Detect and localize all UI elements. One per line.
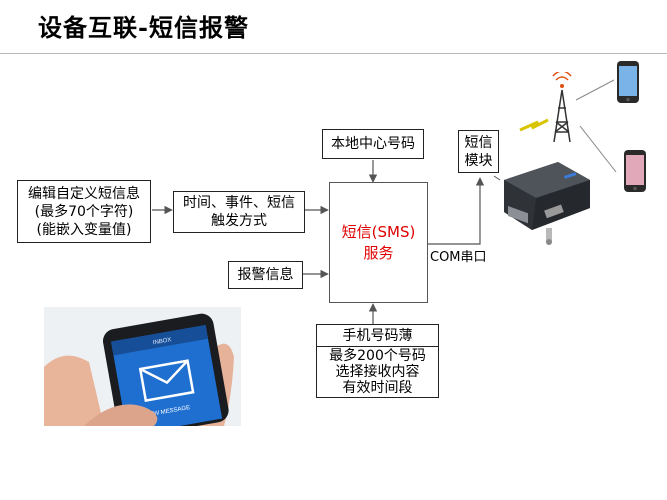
center-number-box: 本地中心号码 <box>322 129 424 159</box>
mobile-phone-icon-bottom <box>624 150 646 192</box>
trigger-line-1: 时间、事件、短信 <box>183 195 295 211</box>
phone-book-line-1: 最多200个号码 <box>329 348 426 364</box>
gsm-modem-icon <box>504 162 590 245</box>
connector-sms-to-module <box>428 177 485 245</box>
alarm-info-box: 报警信息 <box>228 261 303 289</box>
sms-service-box: 短信(SMS) 服务 <box>329 182 428 303</box>
alarm-info-label: 报警信息 <box>237 267 294 283</box>
center-number-label: 本地中心号码 <box>331 136 415 152</box>
mobile-phone-icon-top <box>617 61 639 103</box>
phone-book-line-2: 选择接收内容 <box>335 364 420 380</box>
title-divider <box>0 53 667 54</box>
phone-screen-header: INBOX <box>152 337 171 346</box>
sms-module-line-1: 短信 <box>464 134 493 151</box>
sms-service-line-2: 服务 <box>363 243 394 262</box>
arrow-module-to-modem <box>493 175 501 181</box>
custom-sms-line-1: 编辑自定义短信息 <box>28 185 140 202</box>
sms-service-line-1: 短信(SMS) <box>341 222 416 241</box>
page-title: 设备互联-短信报警 <box>38 13 249 42</box>
custom-sms-box: 编辑自定义短信息 (最多70个字符) (能嵌入变量值) <box>17 180 151 243</box>
antenna-tower-icon <box>519 72 572 143</box>
smartphone-inbox-photo: INBOX 1 NEW MESSAGE <box>44 307 241 426</box>
phone-book-title: 手机号码薄 <box>342 327 413 344</box>
trigger-box: 时间、事件、短信 触发方式 <box>173 191 305 233</box>
custom-sms-line-3: (能嵌入变量值) <box>36 221 132 238</box>
sms-module-line-2: 模块 <box>464 152 493 169</box>
sms-module-box: 短信 模块 <box>458 130 499 173</box>
phone-book-line-3: 有效时间段 <box>342 380 413 396</box>
signal-lines <box>575 79 617 173</box>
trigger-line-2: 触发方式 <box>211 213 267 229</box>
phone-book-title-box: 手机号码薄 <box>316 324 439 347</box>
com-port-label: COM串口 <box>430 250 487 265</box>
phone-book-details-box: 最多200个号码 选择接收内容 有效时间段 <box>316 346 439 398</box>
custom-sms-line-2: (最多70个字符) <box>34 203 134 220</box>
